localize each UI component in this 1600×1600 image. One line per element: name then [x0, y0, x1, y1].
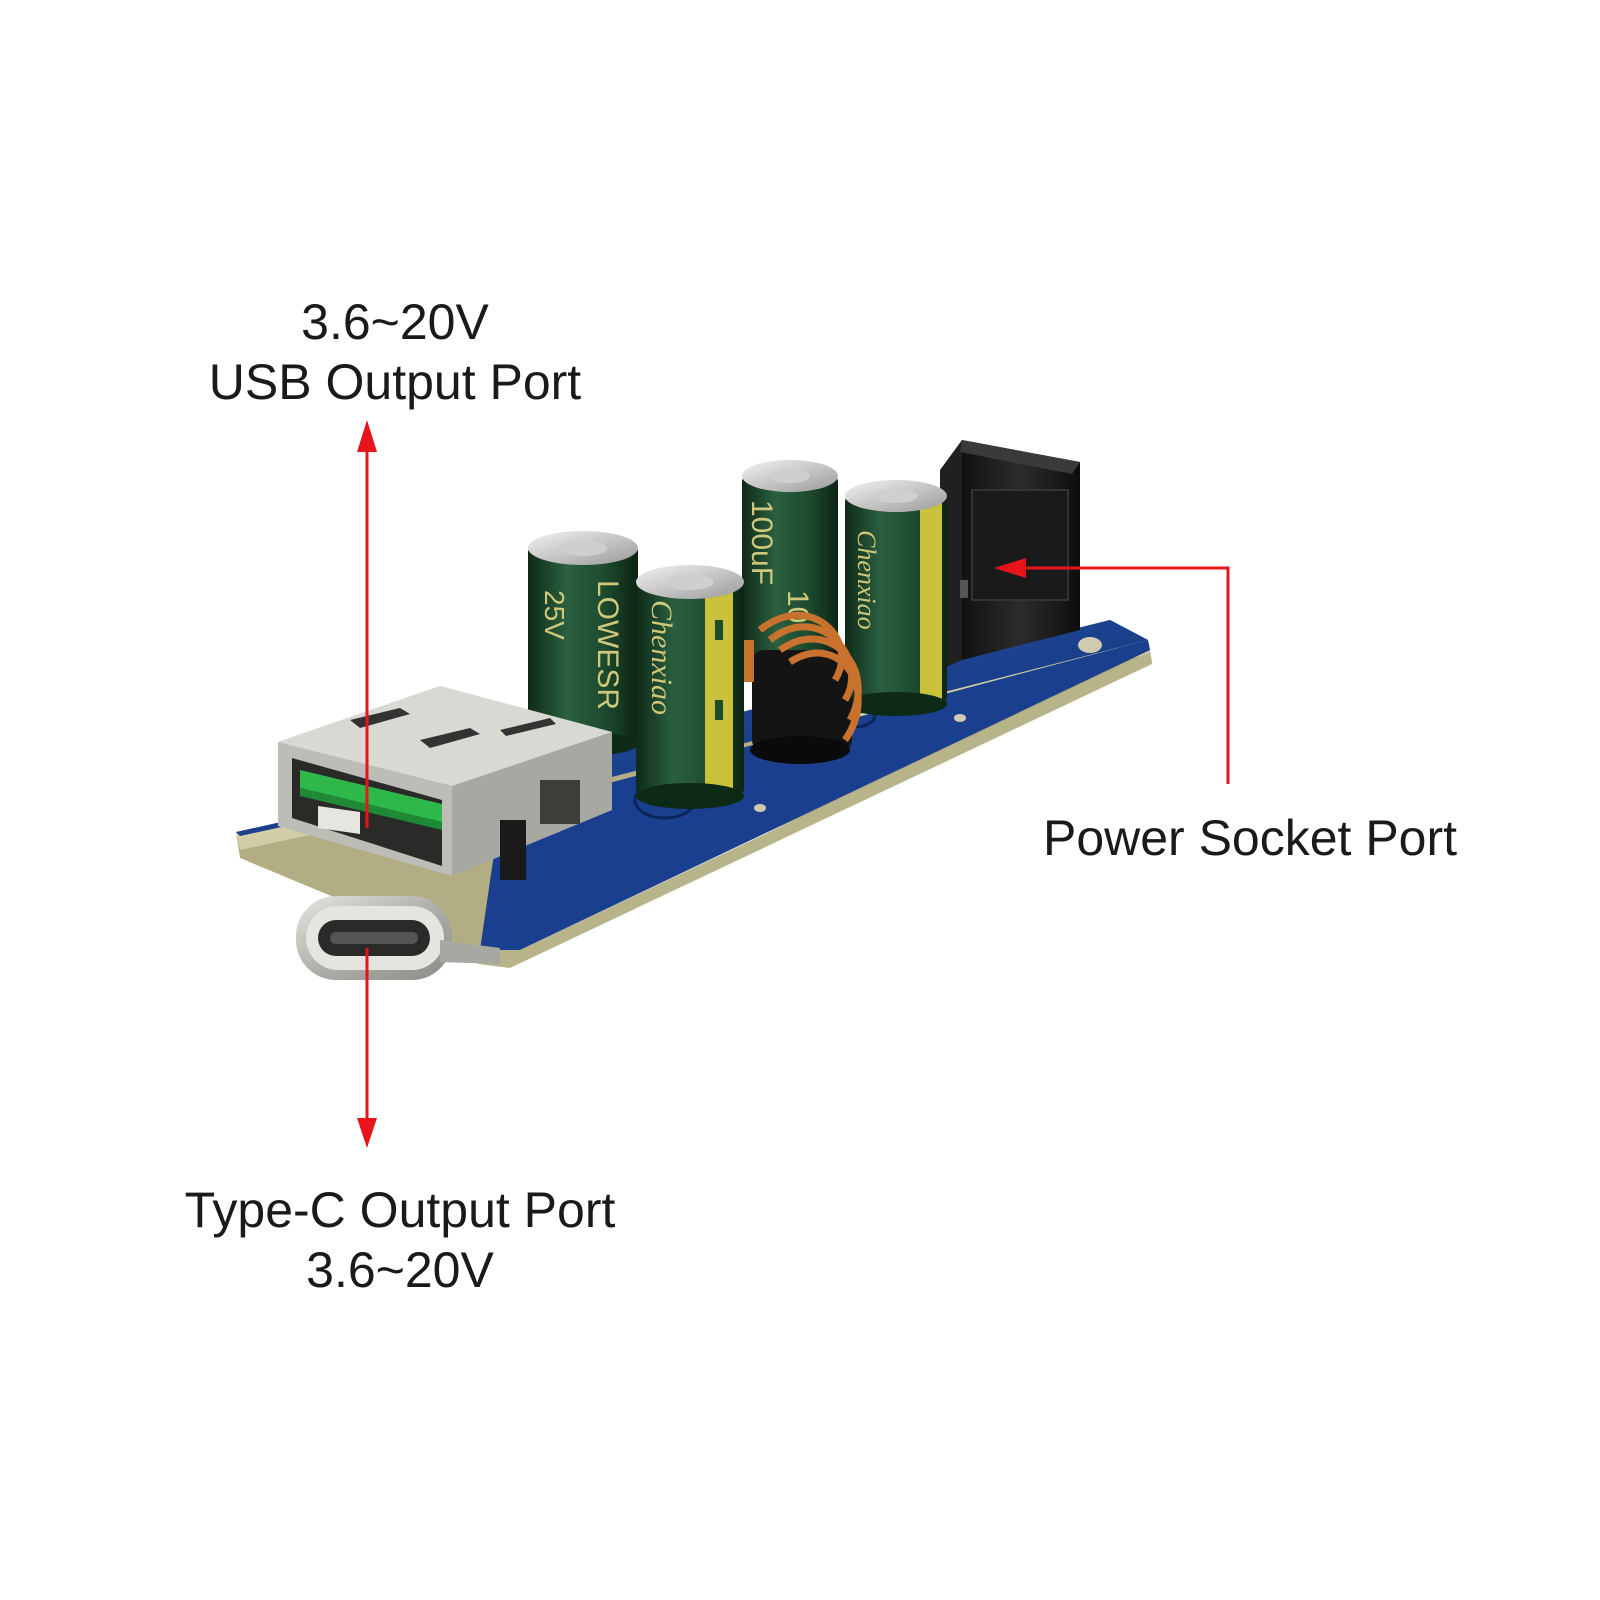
usb-a-port	[278, 686, 612, 880]
capacitor-right-marking: Chenxiao	[852, 530, 881, 630]
capacitor-front-marking: Chenxiao	[645, 600, 678, 715]
capacitor-right: Chenxiao	[845, 480, 947, 716]
capacitor-left-rating: 25V	[539, 590, 570, 640]
typec-output-callout: Type-C Output Port 3.6~20V	[140, 1180, 660, 1300]
arrow-power-socket	[994, 558, 1230, 784]
power-socket-callout: Power Socket Port	[1010, 808, 1490, 868]
capacitor-left: LOWESR 25V	[528, 531, 638, 756]
type-c-port	[296, 896, 500, 980]
power-socket-label: Power Socket Port	[1042, 810, 1458, 866]
typec-output-voltage: 3.6~20V	[306, 1242, 494, 1298]
typec-output-label: Type-C Output Port	[184, 1182, 616, 1238]
usb-output-label: USB Output Port	[208, 354, 582, 410]
arrow-usb-output	[357, 420, 377, 828]
power-socket	[940, 440, 1080, 670]
inductor-coil	[740, 611, 862, 764]
capacitor-front: Chenxiao	[636, 565, 744, 809]
arrow-typec-output	[357, 948, 377, 1148]
capacitor-back-marking: 100uF	[745, 500, 778, 585]
usb-output-callout: 3.6~20V USB Output Port	[160, 292, 630, 412]
capacitor-left-marking: LOWESR	[591, 580, 624, 710]
usb-output-voltage: 3.6~20V	[301, 294, 489, 350]
